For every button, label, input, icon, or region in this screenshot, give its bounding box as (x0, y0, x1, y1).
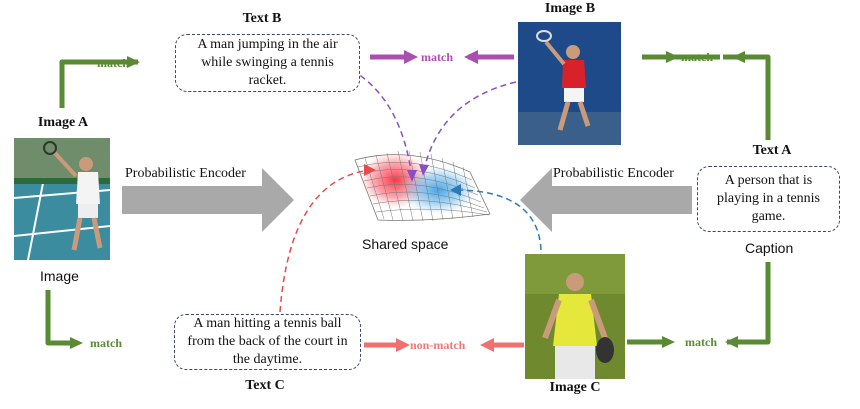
image-c-photo (525, 254, 625, 379)
text-b-title: Text B (242, 11, 282, 26)
encoder-arrow-right (520, 168, 692, 232)
text-a-title: Text A (752, 143, 792, 158)
match-label-top-left: match (97, 56, 129, 70)
shared-space-label: Shared space (362, 236, 449, 252)
encoder-label-right: Probabilistic Encoder (553, 166, 674, 181)
non-match-arrow-red (364, 338, 524, 352)
text-c-title: Text C (245, 378, 285, 393)
match-arrow-purple (370, 50, 514, 64)
dashed-link-image-c (450, 184, 542, 251)
non-match-label: non-match (410, 338, 466, 352)
text-a-type-label: Caption (745, 240, 794, 256)
image-b-photo (518, 22, 621, 145)
text-a-caption-box: A person that is playing in a tennis gam… (697, 166, 840, 232)
image-b-title: Image B (544, 1, 596, 16)
image-a-photo (14, 138, 110, 260)
text-b-caption-box: A man jumping in the air while swinging … (175, 34, 360, 92)
match-label-bottom-left: match (90, 336, 122, 350)
image-c-title: Image C (549, 380, 601, 395)
dashed-link-image-b (419, 81, 517, 176)
text-a-caption: A person that is playing in a tennis gam… (716, 173, 821, 224)
connector-image-b-text-a (642, 51, 771, 140)
dashed-link-text-c (279, 164, 376, 313)
text-c-caption-box: A man hitting a tennis ball from the bac… (174, 314, 361, 370)
shared-space-surface (354, 150, 491, 222)
match-label-top-right: match (681, 50, 713, 64)
image-a-title: Image A (37, 115, 89, 130)
encoder-arrow-left (122, 168, 294, 232)
connector-image-a-text-c (45, 290, 83, 349)
encoder-label-left: Probabilistic Encoder (125, 166, 246, 181)
text-b-caption: A man jumping in the air while swinging … (197, 37, 338, 88)
match-label-bottom-right: match (685, 335, 717, 349)
text-c-caption: A man hitting a tennis ball from the bac… (187, 316, 348, 367)
match-label-top-mid: match (421, 50, 453, 64)
connector-image-a-text-b (59, 56, 140, 108)
image-a-type-label: Image (40, 268, 79, 284)
dashed-link-text-b (351, 69, 417, 182)
connector-image-c-text-a (627, 262, 771, 348)
